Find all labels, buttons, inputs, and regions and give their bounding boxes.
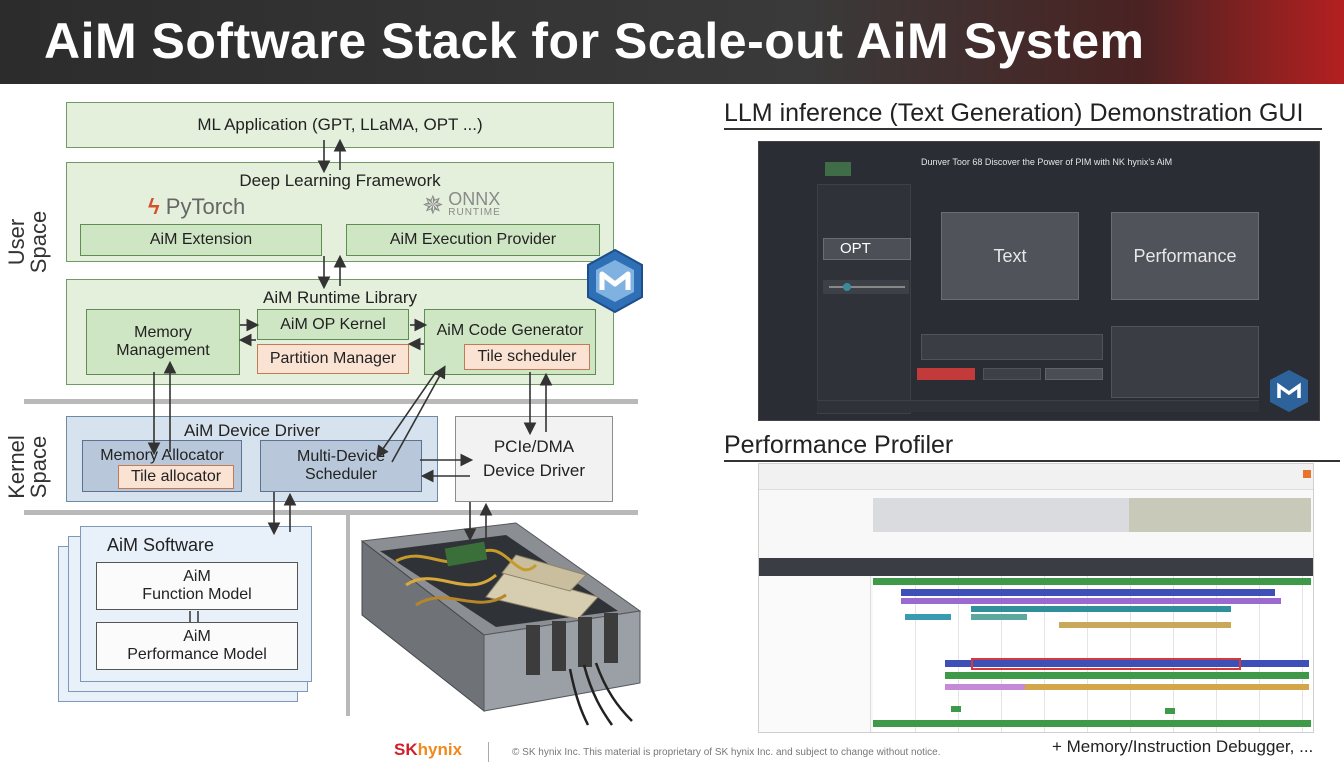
trace-bar <box>945 684 1025 690</box>
trace-bar <box>901 589 1275 596</box>
gui-output-area <box>1111 326 1259 398</box>
gui-text-tile: Text <box>941 212 1079 300</box>
trace-bar <box>901 598 1281 604</box>
user-kernel-separator <box>24 399 638 404</box>
sk-hynix-logo: SKhynix <box>394 740 463 759</box>
pcie-dma-driver-box: PCIe/DMA Device Driver <box>455 416 613 502</box>
trace-bar <box>945 672 1309 679</box>
profiler-track-header <box>759 558 1313 576</box>
model-arrows <box>189 611 199 622</box>
footer-copyright: © SK hynix Inc. This material is proprie… <box>512 747 941 758</box>
kernel-hardware-separator <box>24 510 638 515</box>
gui-footer-bar <box>817 400 1259 412</box>
trace-bar <box>1165 708 1175 714</box>
tile-allocator-box: Tile allocator <box>118 465 234 489</box>
trace-bar <box>873 720 1311 727</box>
gui-heading-rule <box>724 128 1322 130</box>
function-model-box: AiM Function Model <box>96 562 298 610</box>
onnx-runtime-logo: ✵ ONNX RUNTIME <box>422 189 501 220</box>
aim-server-hardware-image <box>360 522 642 726</box>
stack-arrows <box>147 138 553 542</box>
software-hardware-separator <box>346 514 350 716</box>
profiler-heading-rule <box>724 460 1340 462</box>
trace-bar <box>945 684 1309 690</box>
gui-sidebar <box>817 184 911 414</box>
performance-model-box: AiM Performance Model <box>96 622 298 670</box>
title-bar: AiM Software Stack for Scale-out AiM Sys… <box>0 0 1344 84</box>
gui-performance-tile: Performance <box>1111 212 1259 300</box>
trace-bar <box>971 614 1027 620</box>
profiler-overview-highlight <box>1129 498 1311 532</box>
gui-heading: LLM inference (Text Generation) Demonstr… <box>724 99 1304 127</box>
gui-clear-button <box>983 368 1041 380</box>
gui-slider <box>823 280 909 294</box>
onnx-pinwheel-icon: ✵ <box>422 190 444 220</box>
aim-extension-box: AiM Extension <box>80 224 322 256</box>
trace-bar <box>971 606 1231 612</box>
profiler-track-labels <box>759 576 871 732</box>
demo-gui-screenshot: Dunver Toor 68 Discover the Power of PIM… <box>758 141 1320 421</box>
profiler-toolbar <box>759 464 1313 490</box>
trace-bar <box>873 578 1311 585</box>
aim-logo-icon <box>587 248 643 314</box>
gui-headline: Dunver Toor 68 Discover the Power of PIM… <box>921 157 1173 167</box>
pytorch-logo: ϟ PyTorch <box>148 194 246 219</box>
gui-input-area <box>921 334 1103 360</box>
partition-manager-box: Partition Manager <box>257 344 409 374</box>
gui-stop-button <box>1045 368 1103 380</box>
gui-run-button <box>917 368 975 380</box>
aim-execution-provider-box: AiM Execution Provider <box>346 224 600 256</box>
multi-device-scheduler-box: Multi-Device Scheduler <box>260 440 422 492</box>
trace-bar <box>945 660 1309 667</box>
footer-note: + Memory/Instruction Debugger, ... <box>1052 737 1314 756</box>
gui-logo <box>825 162 851 176</box>
gui-aim-logo-icon <box>1270 370 1308 412</box>
memory-management-box: Memory Management <box>86 309 240 375</box>
tile-scheduler-box: Tile scheduler <box>464 344 590 370</box>
trace-bar <box>905 614 951 620</box>
trace-bar <box>951 706 961 712</box>
pytorch-flame-icon: ϟ <box>148 194 160 219</box>
aim-op-kernel-box: AiM OP Kernel <box>257 309 409 340</box>
performance-profiler-screenshot <box>758 463 1314 733</box>
trace-bar <box>1059 622 1231 628</box>
trace-highlight <box>971 658 1241 670</box>
gui-model-badge: OPT <box>823 238 911 260</box>
footer-divider <box>488 742 489 762</box>
profiler-menu-icon <box>1303 470 1311 478</box>
profiler-heading: Performance Profiler <box>724 431 954 459</box>
slide-title: AiM Software Stack for Scale-out AiM Sys… <box>44 13 1145 69</box>
